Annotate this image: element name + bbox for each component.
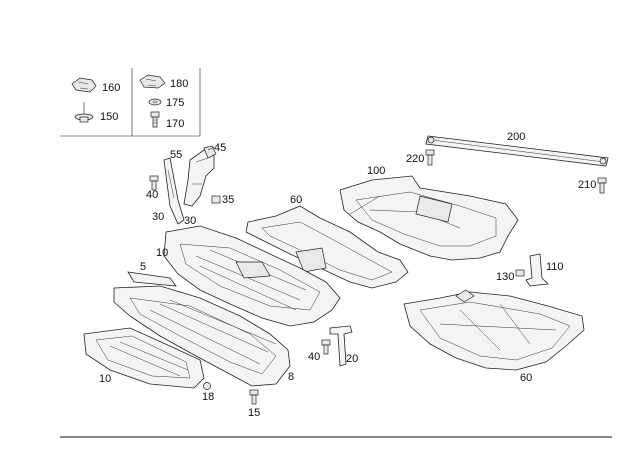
callout-18: 18 <box>202 391 214 403</box>
bolt-icon <box>150 111 160 128</box>
screw-icon <box>74 102 94 123</box>
cross-strut <box>425 135 609 167</box>
side-bracket <box>163 157 185 225</box>
bolt-15-icon <box>249 389 259 405</box>
callout-130: 130 <box>496 271 514 283</box>
legend-number-175: 175 <box>166 97 184 109</box>
callout-55: 55 <box>170 149 182 161</box>
callout-10-upper: 10 <box>156 247 168 259</box>
callout-40-upper: 40 <box>146 189 158 201</box>
callout-8: 8 <box>288 371 294 383</box>
callout-35: 35 <box>222 194 234 206</box>
bolt-220-icon <box>425 149 435 166</box>
callout-30-left: 30 <box>152 211 164 223</box>
callout-40-lower: 40 <box>308 351 320 363</box>
callout-15: 15 <box>248 407 260 419</box>
fastener-legend: 160 150 180 175 170 <box>60 68 201 137</box>
nut-18-icon <box>203 382 211 390</box>
trim-strip <box>127 271 177 287</box>
callout-100: 100 <box>367 165 385 177</box>
bolt-210-icon <box>597 177 607 194</box>
clip-nut-icon <box>71 77 97 93</box>
center-underbody-panel <box>245 205 409 289</box>
rear-underbody-panel <box>339 175 519 261</box>
callout-220: 220 <box>406 153 424 165</box>
legend-number-160: 160 <box>102 82 120 94</box>
bolt-40-icon <box>149 175 159 191</box>
callout-60-upper: 60 <box>290 194 302 206</box>
callout-45: 45 <box>214 142 226 154</box>
washer-icon <box>148 98 162 106</box>
legend-number-180: 180 <box>170 78 188 90</box>
callout-210: 210 <box>578 179 596 191</box>
callout-110: 110 <box>546 261 564 273</box>
callout-60-lower: 60 <box>520 372 532 384</box>
clip-130-icon <box>515 269 525 277</box>
engine-undertray <box>163 225 341 327</box>
clip-35-icon <box>211 195 221 204</box>
legend-number-150: 150 <box>100 111 118 123</box>
front-cover-panel <box>83 327 205 389</box>
lower-front-undertray <box>113 285 291 387</box>
callout-30-right: 30 <box>184 215 196 227</box>
callout-5: 5 <box>140 261 146 273</box>
bracket-110 <box>525 253 549 287</box>
rear-lower-underbody-panel <box>403 289 585 371</box>
bracket-assembly <box>183 145 217 207</box>
bracket-20 <box>329 325 353 367</box>
callout-200: 200 <box>507 131 525 143</box>
callout-10-lower: 10 <box>99 373 111 385</box>
legend-number-170: 170 <box>166 118 184 130</box>
bolt-40-lower-icon <box>321 339 331 355</box>
clip-nut-icon-2 <box>139 74 166 89</box>
callout-20: 20 <box>346 353 358 365</box>
